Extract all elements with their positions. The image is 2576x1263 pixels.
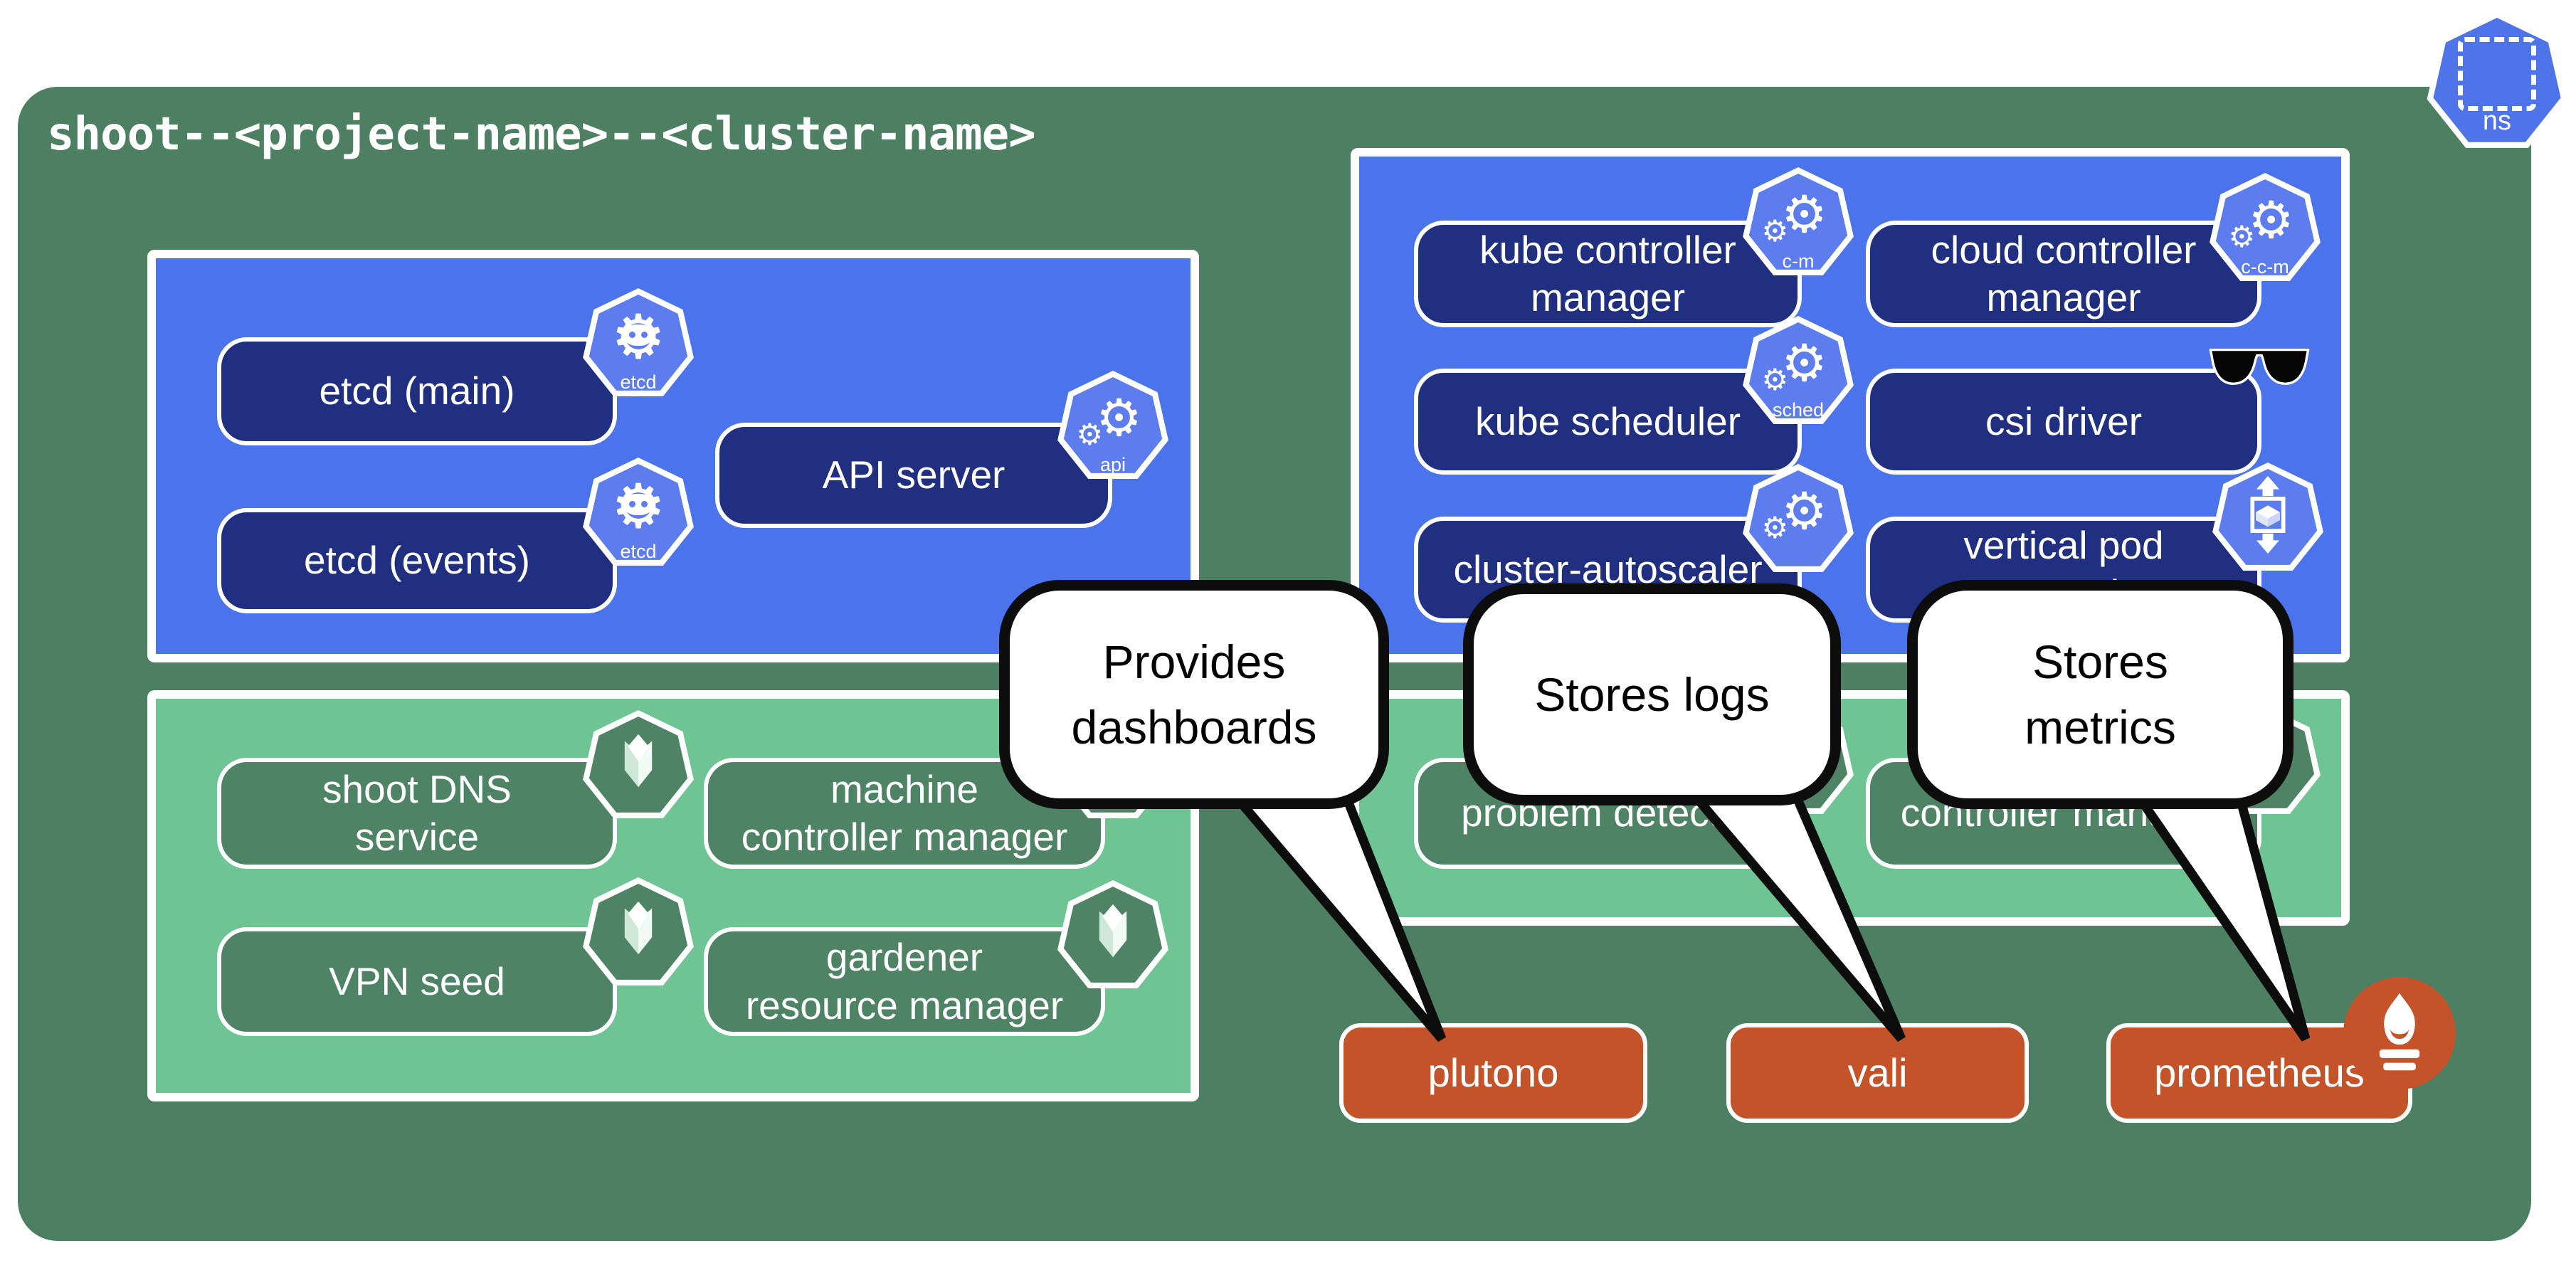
callout-stores-metrics: Stores metrics (1907, 580, 2293, 809)
service-box-machine-controller-manager: machine controller manager (704, 758, 1105, 869)
vertical-pod-autoscaler-icon (2211, 463, 2325, 576)
cloud-controller-manager-icon: c-c-m (2208, 173, 2322, 287)
service-box-gardener-resource-manager: gardener resource manager (704, 927, 1105, 1036)
callout-tail-plutono (1213, 778, 1447, 1042)
gardener-leaf-glyph (613, 899, 664, 963)
gardener-leaf-glyph (613, 732, 664, 796)
api-server-icon: api (1056, 371, 1170, 485)
observability-box-vali: vali (1726, 1023, 2029, 1123)
service-box-csi-driver: csi driver (1866, 369, 2261, 475)
namespace-title: shoot--<project-name>--<cluster-name> (47, 108, 1036, 161)
callout-tail-prometheus (2120, 778, 2311, 1042)
etcd-icon: etcd (581, 288, 695, 402)
service-box-vpn-seed: VPN seed (217, 927, 617, 1036)
namespace-icon: ns (2425, 11, 2569, 155)
etcd-face-glyph (623, 493, 653, 515)
callout-provides-dashboards: Provides dashboards (999, 580, 1389, 809)
gardener-icon (1056, 880, 1170, 994)
service-box-api-server: API server (715, 423, 1112, 528)
callout-text: Provides dashboards (1071, 635, 1317, 754)
sunglasses-icon (2208, 346, 2311, 389)
kube-scheduler-icon: sched (1741, 316, 1855, 430)
vpa-glyph (2244, 475, 2291, 557)
cluster-autoscaler-icon (1741, 464, 1855, 578)
gardener-icon (581, 710, 695, 824)
callout-stores-logs: Stores logs (1463, 583, 1841, 805)
etcd-icon: etcd (581, 458, 695, 571)
dashed-square-glyph (2458, 37, 2536, 112)
service-box-cloud-controller-manager: cloud controller manager (1866, 221, 2261, 327)
etcd-face-glyph (623, 324, 653, 346)
callout-tail-vali (1673, 778, 1906, 1042)
service-box-etcd-main: etcd (main) (217, 337, 617, 445)
service-box-etcd-events: etcd (events) (217, 508, 617, 613)
kube-controller-manager-icon: c-m (1741, 167, 1855, 281)
gardener-leaf-glyph (1087, 902, 1139, 966)
callout-text: Stores logs (1534, 667, 1770, 721)
service-box-kube-scheduler: kube scheduler (1414, 369, 1802, 475)
service-box-kube-controller-manager: kube controller manager (1414, 221, 1802, 327)
callout-text: Stores metrics (2025, 635, 2176, 754)
prometheus-icon (2343, 977, 2456, 1089)
observability-box-plutono: plutono (1339, 1023, 1647, 1123)
gardener-icon (581, 877, 695, 991)
